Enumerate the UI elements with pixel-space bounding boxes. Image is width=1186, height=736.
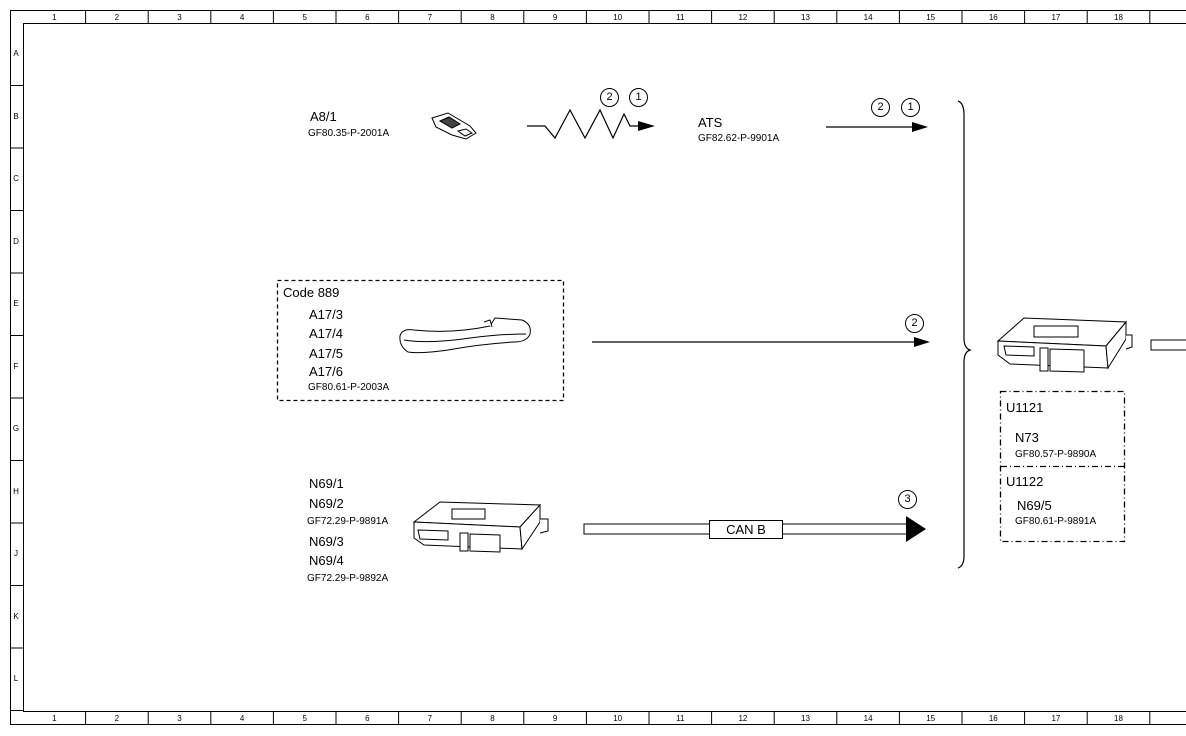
target-box — [999, 390, 1126, 543]
door-ref-label: GF80.61-P-2003A — [308, 382, 390, 393]
ruler-column-bottom: 2 — [114, 714, 120, 723]
ruler-column-top: 17 — [1051, 13, 1061, 22]
drawing-frame — [10, 10, 1186, 725]
ruler-column-top: 11 — [676, 13, 685, 22]
ruler-row: A — [13, 49, 19, 59]
ruler-column-top: 15 — [926, 13, 936, 22]
key-circle-1: 1 — [629, 88, 648, 107]
ruler-column-top: 18 — [1114, 13, 1123, 22]
key-circle-2: 2 — [600, 88, 619, 107]
ruler-column-bottom: 11 — [676, 714, 685, 723]
ruler-column-bottom: 1 — [52, 714, 57, 723]
ruler-column-top: 12 — [738, 13, 748, 22]
ruler-column-top: 14 — [863, 13, 873, 22]
control-unit-icon-n69 — [412, 501, 549, 553]
ruler-row: E — [13, 299, 19, 309]
grouping-brace — [957, 100, 972, 569]
ruler-row: K — [13, 611, 19, 621]
ats-circle-1: 1 — [901, 98, 920, 117]
ruler-column-top: 10 — [613, 13, 623, 22]
ruler-column-top: 1 — [52, 13, 57, 22]
door-id-1: A17/3 — [309, 307, 343, 322]
ats-circle-2: 2 — [871, 98, 890, 117]
can-b-label: CAN B — [709, 520, 783, 539]
outgoing-connector — [1150, 339, 1186, 351]
u1121-title: U1121 — [1006, 400, 1044, 415]
ruler-column-bottom: 13 — [801, 714, 810, 723]
key-id-label: A8/1 — [310, 109, 337, 124]
ruler-column-top: 4 — [239, 13, 245, 22]
n69-ref-a: GF72.29-P-9891A — [307, 516, 389, 527]
n69-id-1: N69/1 — [309, 476, 344, 491]
u1121-ref: GF80.57-P-9890A — [1015, 449, 1097, 460]
arrowhead-can — [906, 516, 926, 542]
ruler-column-bottom: 6 — [365, 714, 370, 723]
u1122-ref: GF80.61-P-9891A — [1015, 516, 1097, 527]
ruler-ticks — [10, 10, 1151, 724]
ats-id-label: ATS — [698, 115, 723, 130]
ruler-column-bottom: 4 — [239, 714, 245, 723]
n69-id-3: N69/3 — [309, 534, 344, 549]
door-id-4: A17/6 — [309, 364, 343, 379]
ruler-column-bottom: 17 — [1051, 714, 1061, 723]
ruler-column-bottom: 8 — [490, 714, 495, 723]
ruler-row: B — [13, 111, 19, 121]
ruler-row: F — [13, 361, 19, 371]
ruler-row: D — [13, 236, 19, 246]
ruler-column-bottom: 16 — [988, 714, 998, 723]
door-circle-2: 2 — [905, 314, 924, 333]
can-circle-3: 3 — [898, 490, 917, 509]
ruler-row: C — [13, 174, 19, 184]
ruler-column-top: 13 — [801, 13, 810, 22]
ruler-column-bottom: 15 — [926, 714, 936, 723]
n69-ref-b: GF72.29-P-9892A — [307, 573, 389, 584]
arrowhead-key — [638, 121, 655, 131]
arrowhead-door — [914, 337, 930, 347]
ruler-column-bottom: 9 — [552, 714, 558, 723]
u1121-id: N73 — [1015, 430, 1039, 445]
ruler-row: L — [13, 674, 19, 684]
u1122-title: U1122 — [1006, 474, 1044, 489]
ruler-column-top: 3 — [177, 13, 182, 22]
ruler-column-top: 16 — [988, 13, 998, 22]
ruler-column-bottom: 7 — [427, 714, 433, 723]
key-fob-icon — [431, 112, 477, 140]
arrowhead-ats — [912, 122, 928, 132]
ruler-column-top: 8 — [490, 13, 495, 22]
n69-id-4: N69/4 — [309, 553, 344, 568]
ruler-column-top: 2 — [114, 13, 120, 22]
ruler-column-bottom: 3 — [177, 714, 182, 723]
ruler-column-top: 7 — [427, 13, 433, 22]
ruler-column-top: 5 — [302, 13, 307, 22]
ruler-column-bottom: 10 — [613, 714, 623, 723]
code-889-label: Code 889 — [283, 285, 340, 300]
door-id-2: A17/4 — [309, 326, 343, 341]
ruler-column-bottom: 14 — [863, 714, 873, 723]
ruler-row: G — [12, 424, 20, 434]
u1122-id: N69/5 — [1017, 498, 1052, 513]
door-id-3: A17/5 — [309, 346, 343, 361]
door-handle-icon — [399, 317, 531, 354]
ruler-row: H — [13, 486, 19, 496]
ats-ref-label: GF82.62-P-9901A — [698, 133, 780, 144]
ruler-column-top: 9 — [552, 13, 558, 22]
ruler-column-bottom: 12 — [738, 714, 748, 723]
n69-id-2: N69/2 — [309, 496, 344, 511]
key-ref-label: GF80.35-P-2001A — [308, 128, 390, 139]
code-889-box — [276, 279, 565, 402]
control-unit-icon-target — [996, 317, 1133, 373]
ruler-row: J — [14, 549, 18, 559]
ruler-column-top: 6 — [365, 13, 370, 22]
wireless-signal-arrow — [527, 108, 640, 140]
ruler-column-bottom: 18 — [1114, 714, 1123, 723]
ruler-column-bottom: 5 — [302, 714, 307, 723]
